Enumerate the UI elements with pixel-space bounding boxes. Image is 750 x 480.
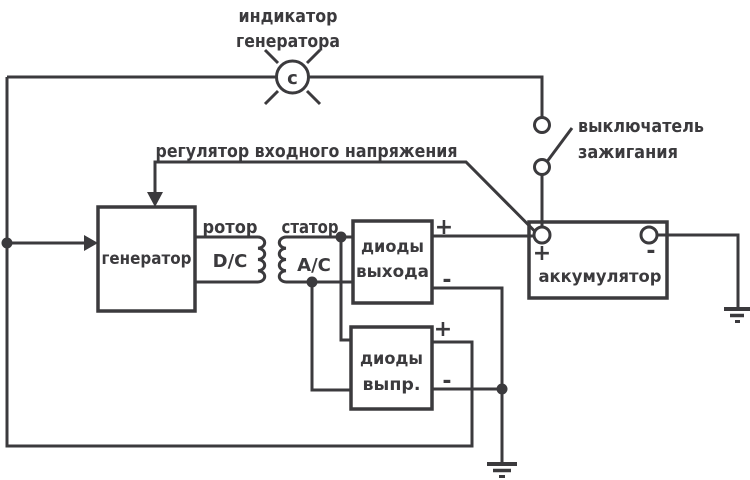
ignition-label-line2: зажигания	[578, 142, 678, 163]
ground-battery-icon	[724, 307, 750, 323]
stator-current-label: A/C	[297, 255, 331, 276]
output-diodes-box	[351, 219, 434, 305]
rectifier-diodes-box	[349, 325, 434, 411]
left-trunk-and-bottom-wire	[5, 77, 474, 448]
stator-bottom-branch-wire	[310, 282, 351, 392]
ignition-label-line1: выключатель	[578, 116, 704, 137]
rectifier-diodes-plus-sign: +	[434, 317, 452, 342]
battery-plus-terminal-icon	[532, 225, 552, 245]
ignition-switch-blade	[546, 127, 574, 162]
ground-rectifier-icon	[487, 462, 517, 478]
output-diodes-plus-sign: +	[435, 215, 453, 240]
junction-dot-stator-top	[335, 231, 347, 243]
battery-box	[527, 220, 669, 300]
regulator-wire	[153, 160, 536, 233]
indicator-label-line2: генератора	[236, 31, 340, 52]
generator-box	[96, 205, 197, 313]
battery-minus-sign: -	[646, 239, 655, 264]
output-diodes-label-line1: диоды	[361, 237, 424, 257]
generator-label: генератор	[102, 249, 192, 269]
generator-input-arrowhead-icon	[84, 235, 98, 251]
junction-dot-minus-bus	[496, 383, 508, 395]
regulator-arrowhead-icon	[147, 192, 163, 207]
regulator-label: регулятор входного напряжения	[156, 141, 458, 162]
rectifier-diodes-label-line2: выпр.	[363, 375, 421, 395]
rotor-coil-icon	[257, 235, 267, 284]
rectifier-diodes-label-line1: диоды	[360, 349, 423, 369]
lamp-letter: c	[287, 68, 298, 89]
battery-label: аккумулятор	[539, 267, 662, 287]
junction-dot-stator-bottom	[306, 276, 318, 288]
indicator-wire-to-switch	[308, 75, 544, 118]
rectifier-diodes-minus-sign: -	[442, 369, 451, 394]
stator-label: статор	[282, 217, 339, 238]
rotor-label: ротор	[203, 217, 258, 238]
ignition-switch-terminal-top	[533, 116, 551, 134]
output-diodes-label-line2: выхода	[356, 262, 429, 282]
battery-minus-terminal-icon	[639, 225, 659, 245]
ignition-switch-icon	[533, 116, 574, 176]
stator-top-branch-wire	[339, 237, 351, 342]
indicator-lamp-icon: c	[263, 48, 322, 106]
rotor-current-label: D/C	[213, 251, 248, 272]
battery-plus-sign: +	[533, 241, 551, 266]
indicator-label-line1: индикатор	[239, 6, 338, 27]
ignition-switch-terminal-bottom	[533, 158, 551, 176]
junction-dot-trunk	[1, 237, 13, 249]
stator-coil-icon	[277, 235, 287, 284]
output-diodes-minus-wire	[432, 286, 504, 462]
output-diodes-minus-sign: -	[442, 268, 451, 293]
battery-minus-wire	[657, 233, 740, 307]
